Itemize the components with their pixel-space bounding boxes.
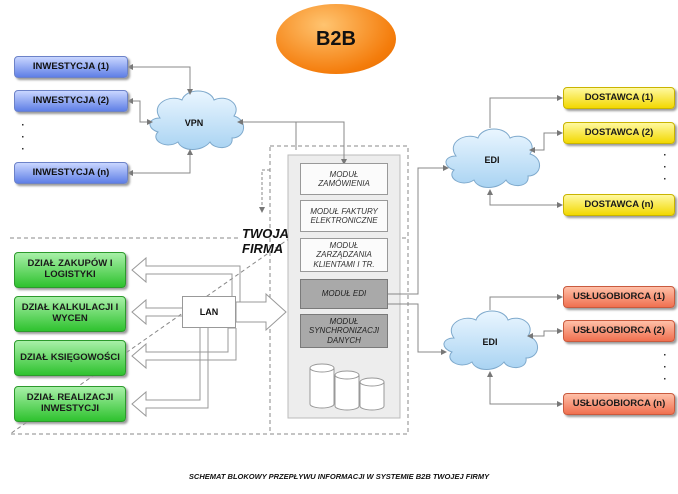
module-e-invoices[interactable]: MODUŁ FAKTURY ELEKTRONICZNE — [300, 200, 388, 232]
link-inv1-vpn — [127, 64, 193, 95]
service-provider-1-box[interactable]: USŁUGOBIORCA (1) — [563, 286, 675, 308]
service-provider-n-box[interactable]: USŁUGOBIORCA (n) — [563, 393, 675, 415]
link-edi-bottom — [386, 303, 447, 355]
supplier-n-box[interactable]: DOSTAWCA (n) — [563, 194, 675, 216]
link-invn-vpn — [127, 149, 193, 176]
department-purchasing[interactable]: DZIAŁ ZAKUPÓW I LOGISTYKI — [14, 252, 126, 288]
modules-boundary — [269, 145, 409, 435]
link-edi-uslugobiorca2 — [527, 328, 563, 339]
supplier-ellipsis: ··· — [663, 150, 667, 185]
department-accounting[interactable]: DZIAŁ KSIĘGOWOŚCI — [14, 340, 126, 376]
module-orders[interactable]: MODUŁ ZAMÓWIENIA — [300, 163, 388, 195]
database-icons — [309, 363, 385, 411]
investment-2-box[interactable]: INWESTYCJA (2) — [14, 90, 128, 112]
investment-1-box[interactable]: INWESTYCJA (1) — [14, 56, 128, 78]
link-edi-dostawca2 — [529, 130, 563, 153]
module-data-sync[interactable]: MODUŁ SYNCHRONIZACJI DANYCH — [300, 314, 388, 348]
firm-label-line1: TWOJA — [242, 226, 289, 241]
link-edi-uslugobiorcan — [487, 371, 563, 407]
link-edi-top — [386, 165, 449, 295]
firm-label-line2: FIRMA — [242, 241, 284, 256]
supplier-1-box[interactable]: DOSTAWCA (1) — [563, 87, 675, 109]
investment-n-box[interactable]: INWESTYCJA (n) — [14, 162, 128, 184]
link-edi-uslugobiorca1 — [489, 294, 563, 310]
module-customer-management[interactable]: MODUŁ ZARZĄDZANIA KLIENTAMI I TR. — [300, 238, 388, 272]
department-costing[interactable]: DZIAŁ KALKULACJI I WYCEN — [14, 296, 126, 332]
supplier-2-box[interactable]: DOSTAWCA (2) — [563, 122, 675, 144]
edi-top-cloud — [445, 128, 540, 188]
investment-ellipsis: ··· — [21, 120, 25, 155]
link-inv2-vpn — [127, 98, 153, 125]
department-project-execution[interactable]: DZIAŁ REALIZACJI INWESTYCJI — [14, 386, 126, 422]
edi-bottom-cloud — [443, 310, 538, 370]
module-edi[interactable]: MODUŁ EDI — [300, 279, 388, 309]
edi-top-label: EDI — [484, 155, 500, 165]
lan-box[interactable]: LAN — [182, 296, 236, 328]
b2b-title: B2B — [276, 4, 396, 74]
link-edi-dostawcan — [487, 189, 563, 208]
vpn-label: VPN — [184, 118, 204, 128]
service-provider-ellipsis: ··· — [663, 350, 667, 385]
diagram-caption: SCHEMAT BLOKOWY PRZEPŁYWU INFORMACJI W S… — [188, 472, 490, 481]
lan-department-arrows — [131, 256, 241, 418]
service-provider-2-box[interactable]: USŁUGOBIORCA (2) — [563, 320, 675, 342]
edi-bottom-label: EDI — [482, 337, 498, 347]
link-vpn-modules — [237, 119, 347, 165]
link-edi-dostawca1 — [489, 95, 563, 128]
link-firm-dashed — [259, 169, 270, 213]
firm-label: TWOJA FIRMA — [242, 226, 289, 256]
lan-arrow-right — [235, 292, 287, 332]
